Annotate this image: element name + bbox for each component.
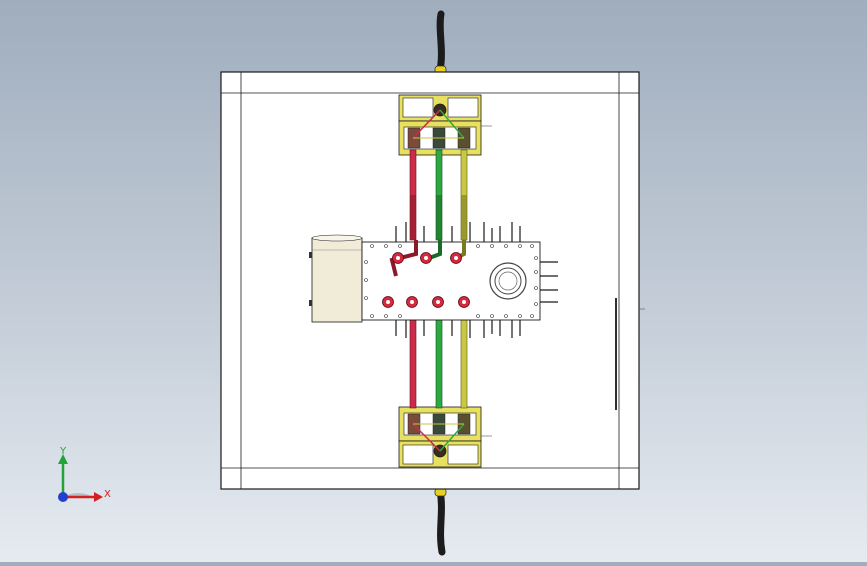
coordinate-triad: Y X — [58, 446, 111, 502]
bottom-manifold-frame[interactable] — [398, 406, 492, 468]
bolt-holes — [364, 244, 538, 318]
cavity-ring[interactable] — [489, 262, 527, 300]
upper-cooling-pipes — [409, 149, 468, 241]
top-hose — [434, 10, 447, 75]
bottom-hose — [434, 486, 447, 556]
ejector-pins-bottom — [395, 320, 521, 338]
x-axis-label: X — [104, 489, 111, 500]
y-axis-arrow — [58, 454, 68, 464]
ejector-pins-top — [395, 222, 521, 242]
y-axis-label: Y — [59, 446, 67, 457]
cooling-connectors[interactable] — [382, 252, 470, 308]
z-axis-dot — [58, 492, 68, 502]
top-manifold-frame[interactable] — [398, 94, 492, 156]
side-cylinder-block[interactable] — [309, 234, 365, 323]
cavity-block[interactable] — [361, 222, 558, 338]
x-axis-arrow — [94, 492, 103, 502]
ejector-pins-right — [540, 261, 558, 303]
